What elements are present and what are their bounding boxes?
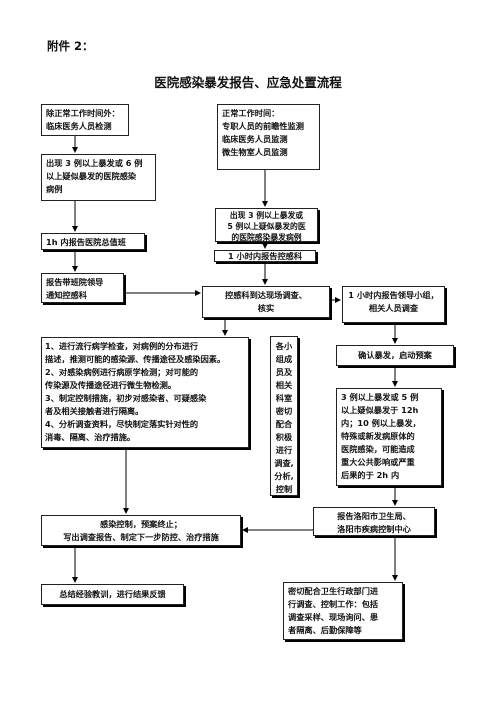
node-leader-team: 1 小时内报告领导小组， 相关人员调查 bbox=[342, 286, 445, 323]
node-confirm-outbreak: 确认暴发，启动预案 bbox=[336, 345, 454, 366]
node-measures: 1、进行流行病学检查，对病例的分布进行 描述，推测可能的感染源、传播途径及感染因… bbox=[41, 337, 249, 448]
node-report-duty: 1h 内报告医院总值班 bbox=[41, 233, 145, 250]
attachment-label: 附件 2： bbox=[47, 39, 94, 53]
node-departments-cooperate: 各小 组成 员及 相关 科室 密切 配合 积极 进行 调查, 分析, 控制 bbox=[270, 336, 298, 496]
node-report-infection-dept: 1 小时内报告控感科 bbox=[214, 250, 316, 262]
node-duty-notify: 报告带班院领导 通知控感科 bbox=[41, 273, 124, 303]
node-summary-feedback: 总结经验教训，进行结果反馈 bbox=[41, 584, 184, 605]
node-right-suspect-cases: 出现 3 例以上暴发或 5 例以上疑似暴发的医 的医院感染暴发病例 bbox=[215, 208, 318, 242]
node-field-investigation: 控感科到达现场调查、 核实 bbox=[202, 286, 330, 318]
node-report-criteria: 3 例以上暴发或 5 例 以上疑似暴发于 12h 内；10 例以上暴发， 特殊或… bbox=[336, 388, 442, 486]
page-title: 医院感染暴发报告、应急处置流程 bbox=[154, 75, 342, 90]
node-left-suspect-cases: 出现 3 例以上暴发或 6 例 以上疑似暴发的医院感染 病例 bbox=[41, 154, 156, 201]
node-infection-controlled: 感染控制，预案终止； 写出调查报告、制定下一步防控、治疗措施 bbox=[41, 515, 241, 546]
node-report-health-bureau: 报告洛阳市卫生局、 洛阳市疾病控制中心 bbox=[313, 507, 435, 536]
node-cooperate-health-admin: 密切配合卫生行政部门进 行调查、控制工作：包括 调查采样、现场询问、患 者隔离、… bbox=[283, 582, 403, 640]
node-non-work-hours: 除正常工作时间外： 临床医务人员检测 bbox=[41, 104, 129, 136]
node-work-hours: 正常工作时间： 专职人员的前瞻性监测 临床医务人员监测 微生物室人员监测 bbox=[217, 104, 320, 170]
